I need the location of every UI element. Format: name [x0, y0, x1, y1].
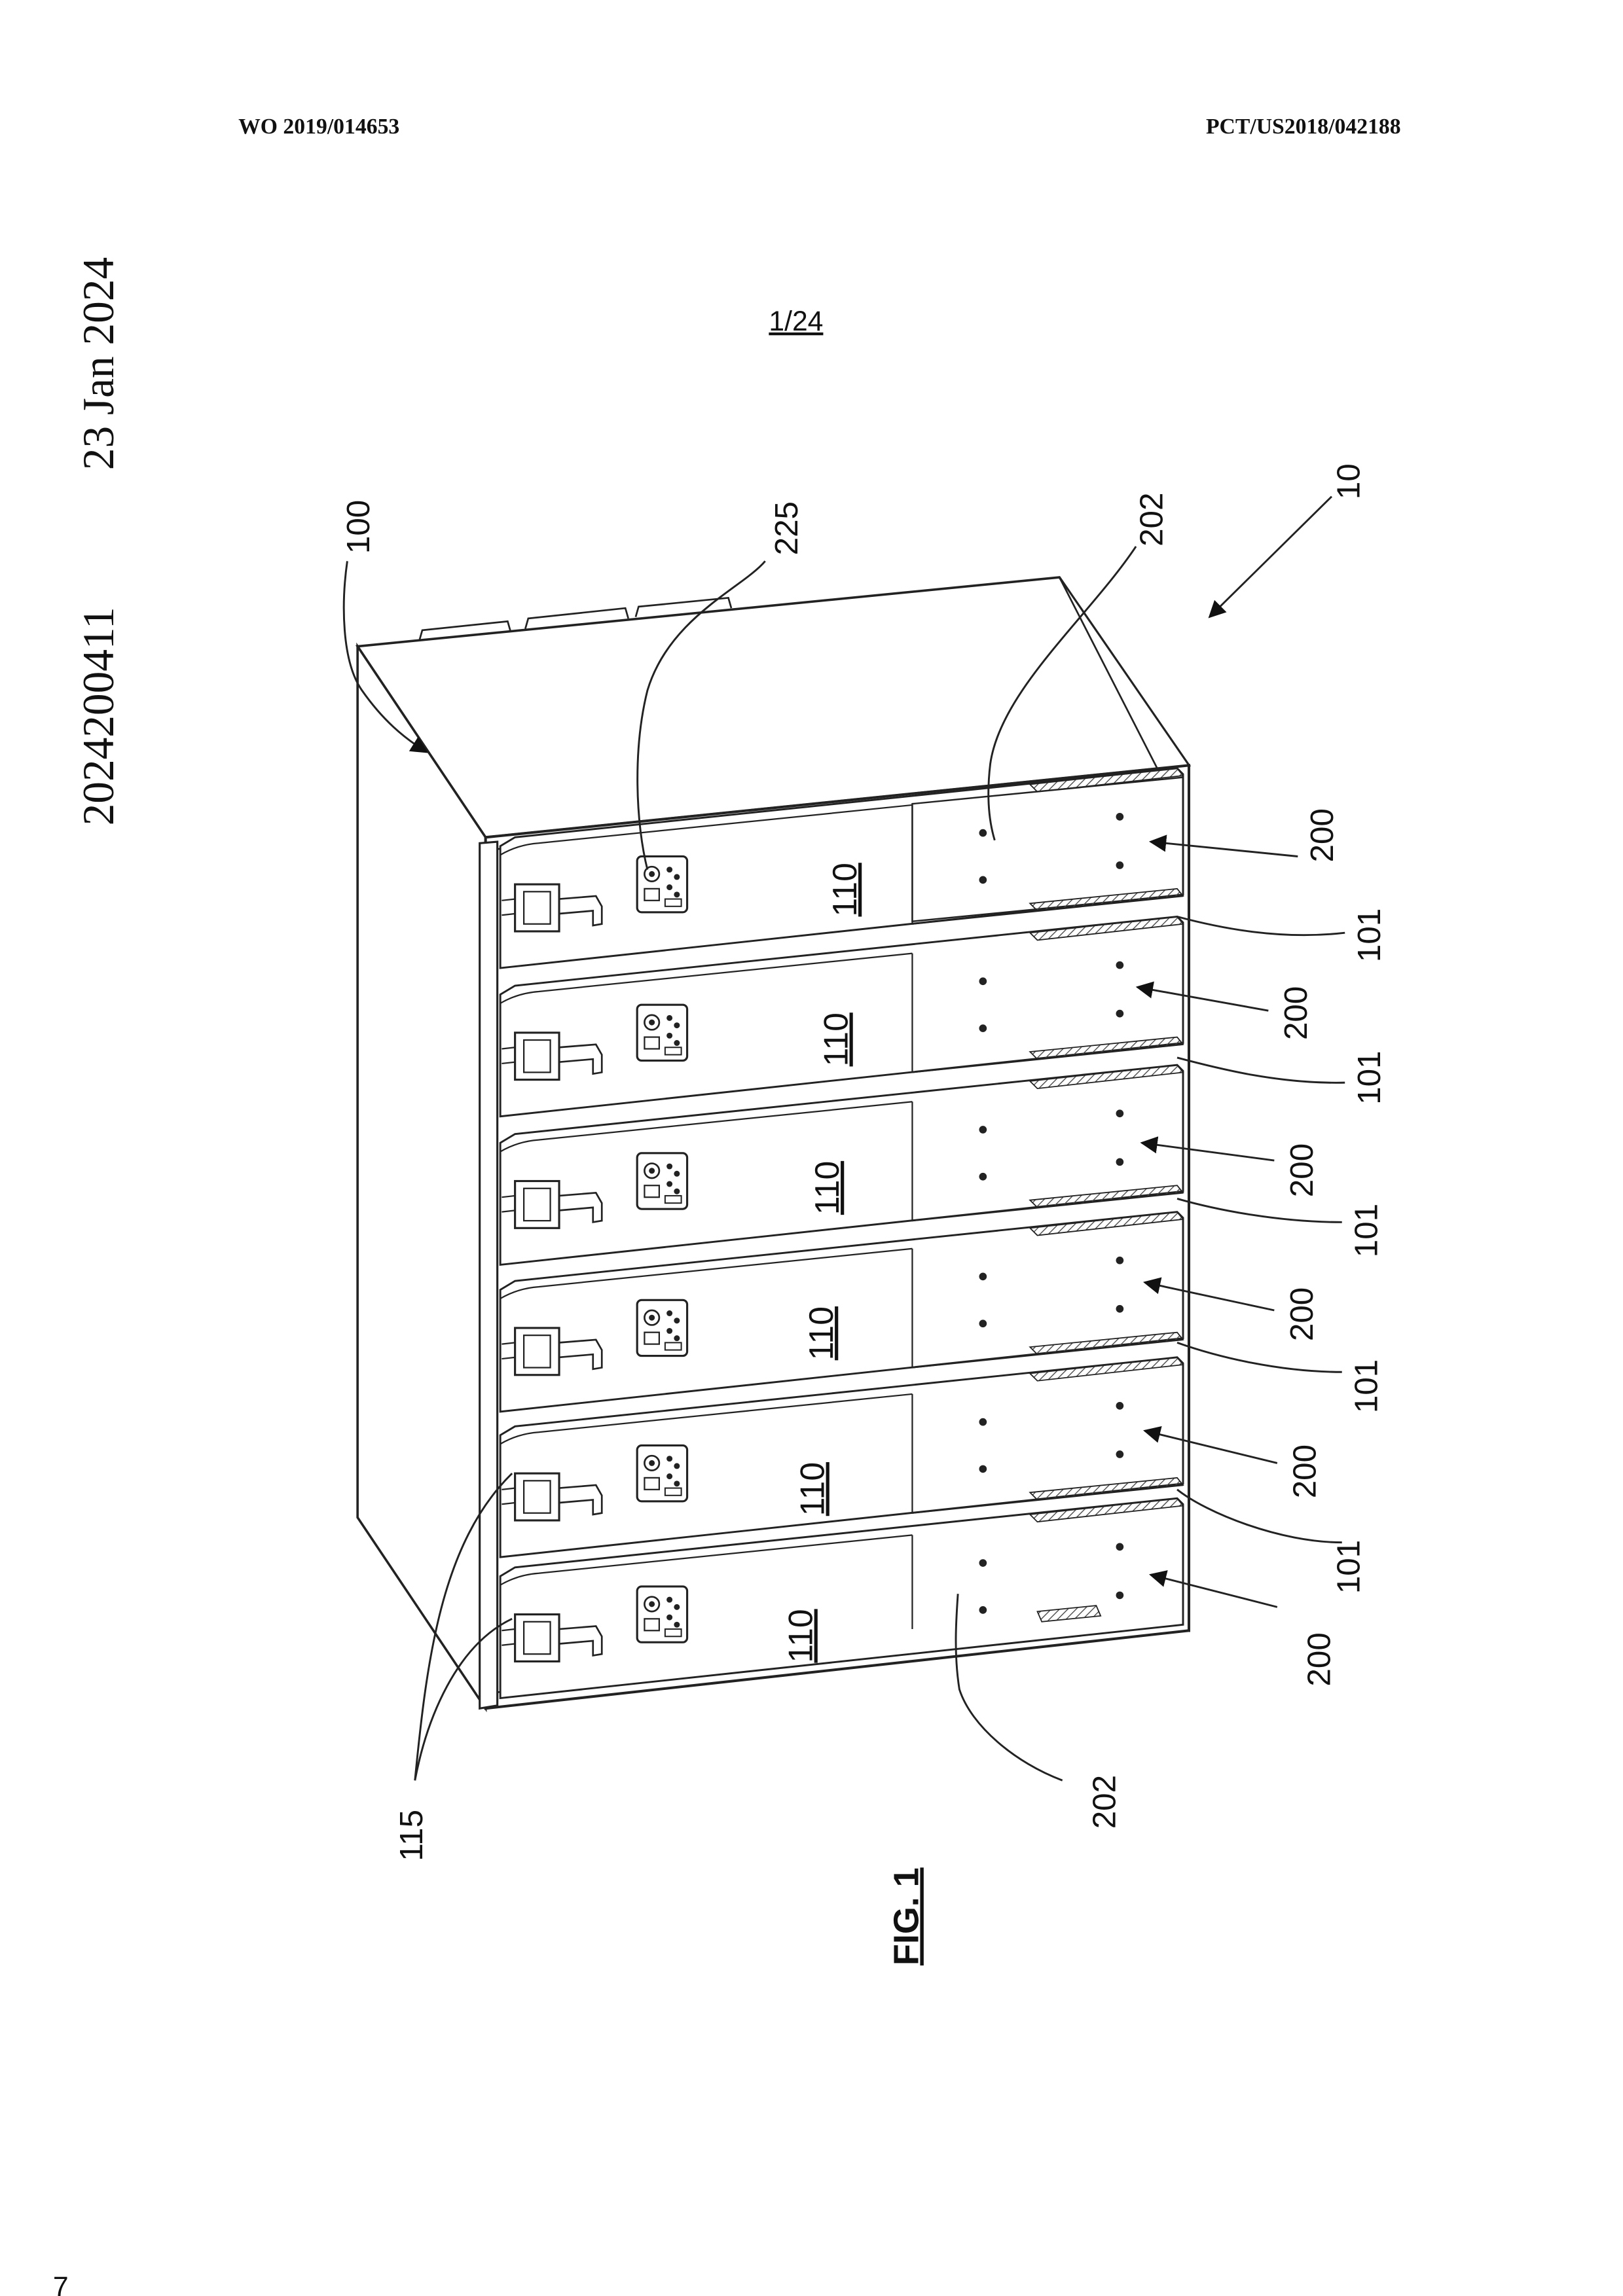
figure-caption: FIG. 1 [886, 1867, 926, 1965]
margin-document-number: 2024200411 [74, 607, 123, 825]
connector-panel [637, 1005, 687, 1060]
ref-110: 110 [782, 1609, 820, 1662]
connector-panel [637, 1587, 687, 1642]
ref-101: 101 [1349, 1204, 1385, 1257]
ref-200: 200 [1284, 1287, 1320, 1341]
ref-101: 101 [1351, 908, 1387, 962]
ref-200: 200 [1304, 808, 1340, 862]
ref-200: 200 [1302, 1632, 1338, 1686]
ref-225: 225 [769, 501, 805, 555]
ref-110: 110 [802, 1306, 840, 1360]
ref-200: 200 [1286, 1444, 1322, 1498]
ref-10: 10 [1331, 463, 1367, 499]
publication-number: WO 2019/014653 [238, 115, 399, 139]
connector-panel [637, 856, 687, 912]
ref-115: 115 [393, 1810, 429, 1861]
application-number: PCT/US2018/042188 [1206, 115, 1401, 139]
margin-date: 23 Jan 2024 [74, 257, 123, 470]
ref-202-top: 202 [1134, 493, 1170, 547]
battery-rack-drawing [344, 497, 1345, 1781]
ref-101: 101 [1349, 1359, 1385, 1413]
ref-202-bottom: 202 [1087, 1775, 1123, 1829]
ref-101: 101 [1351, 1050, 1387, 1104]
ref-200: 200 [1278, 986, 1314, 1040]
ref-110: 110 [826, 863, 864, 916]
connector-panel [637, 1153, 687, 1209]
ref-101: 101 [1331, 1540, 1367, 1594]
ref-100: 100 [340, 500, 376, 554]
ref-110: 110 [793, 1462, 831, 1516]
sheet-number: 1/24 [769, 306, 823, 337]
ref-110: 110 [817, 1013, 855, 1066]
ref-110: 110 [808, 1161, 846, 1215]
connector-panel [637, 1445, 687, 1501]
corner-mark: 7 [53, 2271, 69, 2296]
ref-200: 200 [1284, 1143, 1320, 1197]
connector-panel [637, 1300, 687, 1355]
